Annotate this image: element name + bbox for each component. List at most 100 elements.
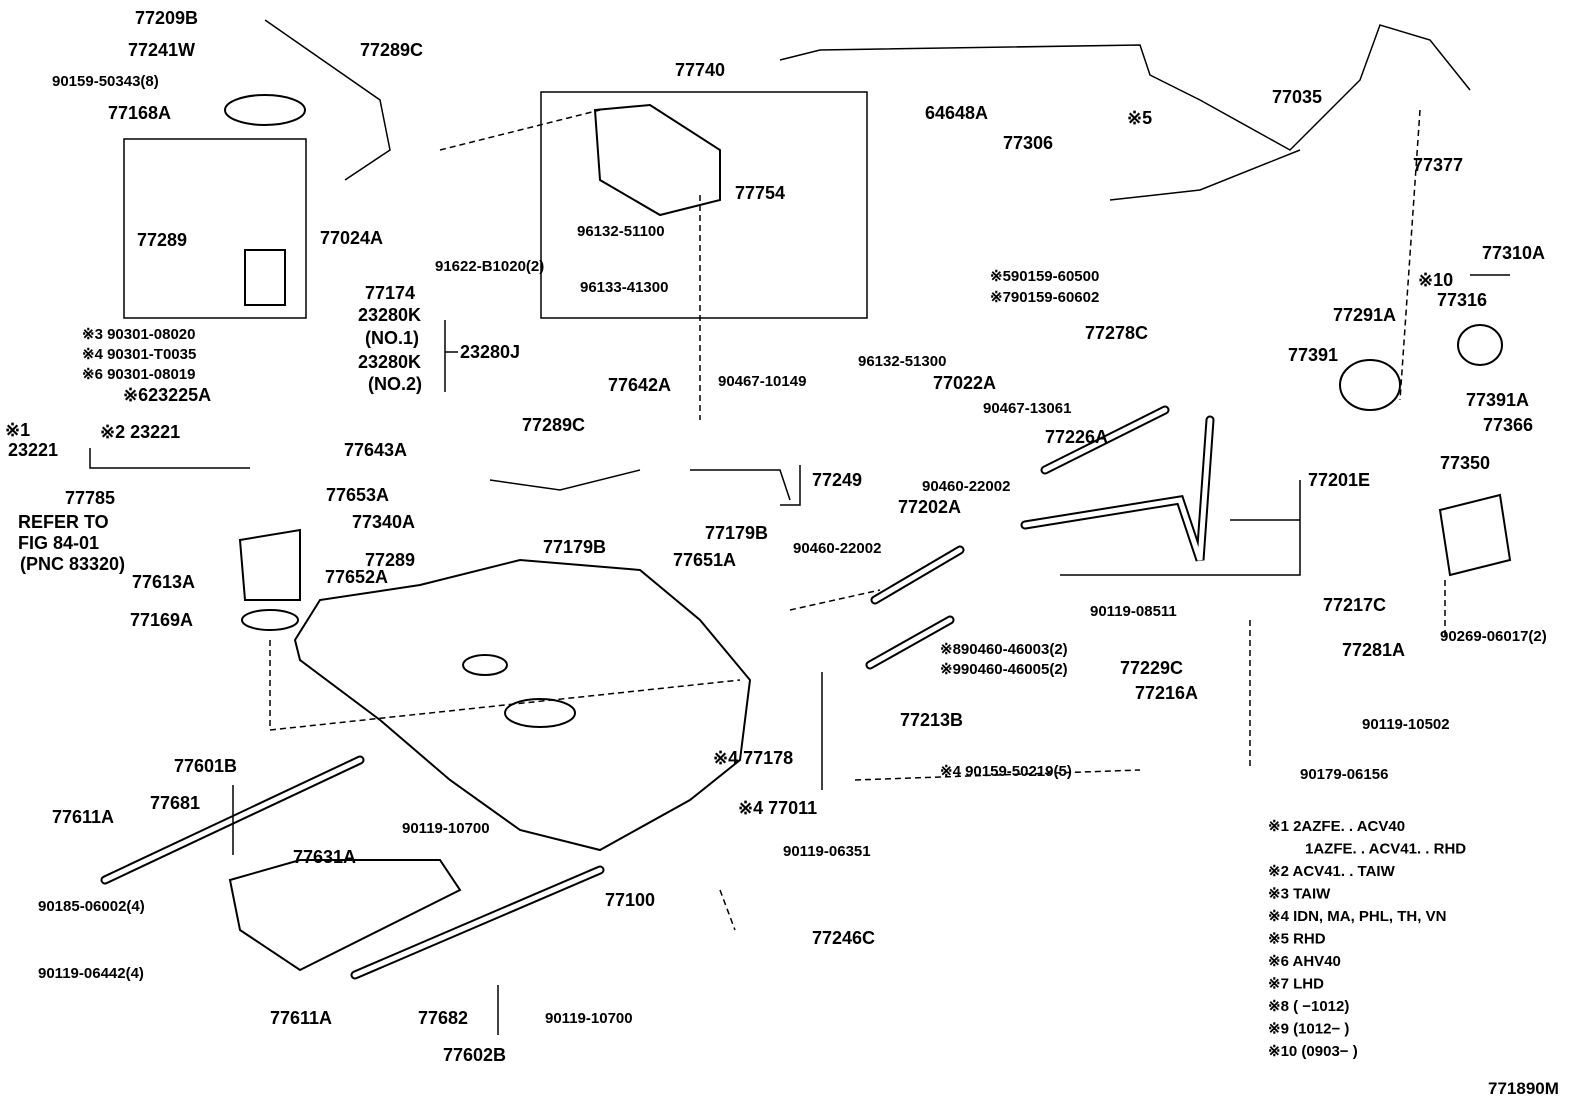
part-label: ※6 90301-08019 — [82, 366, 196, 383]
part-label: FIG 84-01 — [18, 533, 99, 553]
part-label: 77785 — [65, 488, 115, 508]
part-label: 77289 — [137, 230, 187, 250]
filler-hose — [867, 547, 963, 668]
part-label: 77202A — [898, 497, 961, 517]
part-label: 77653A — [326, 485, 389, 505]
part-label: 77024A — [320, 228, 383, 248]
part-label: 23280J — [460, 342, 520, 362]
part-label: ※4 90159-50219(5) — [940, 763, 1072, 780]
part-label: ※10 — [1418, 270, 1453, 290]
part-label: 77377 — [1413, 155, 1463, 175]
part-label: 23280K — [358, 352, 421, 372]
part-label: 77278C — [1085, 323, 1148, 343]
part-label: 77169A — [130, 610, 193, 630]
note-line: ※8 ( −1012) — [1268, 998, 1349, 1015]
part-label: 77740 — [675, 60, 725, 80]
part-label: 23221 — [8, 440, 58, 460]
part-label: (NO.2) — [368, 374, 422, 394]
heat-insulator — [228, 859, 462, 972]
part-label: 77289 — [365, 550, 415, 570]
part-label: 96132-51100 — [577, 223, 665, 240]
part-label: 90467-13061 — [983, 400, 1071, 417]
part-label: ※1 — [5, 420, 30, 440]
part-label: ※990460-46005(2) — [940, 661, 1068, 678]
part-label: 90269-06017(2) — [1440, 628, 1547, 645]
part-label: 77652A — [325, 567, 388, 587]
bracket-lines — [89, 274, 1510, 1035]
part-label: ※890460-46003(2) — [940, 641, 1068, 658]
part-label: 77316 — [1437, 290, 1487, 310]
part-label: 77682 — [418, 1008, 468, 1028]
part-label: 23280K — [358, 305, 421, 325]
fuel-lid — [1438, 493, 1512, 577]
part-label: 90460-22002 — [793, 540, 881, 557]
part-label: 90467-10149 — [718, 373, 806, 390]
note-line: ※3 TAIW — [1268, 886, 1331, 903]
part-label: 77642A — [608, 375, 671, 395]
part-label: (NO.1) — [365, 328, 419, 348]
part-label: 90119-10502 — [1362, 716, 1450, 733]
part-label: 77613A — [132, 572, 195, 592]
part-label: 77289C — [360, 40, 423, 60]
part-label: 77201E — [1308, 470, 1370, 490]
part-label: 77602B — [443, 1045, 506, 1065]
part-label: 64648A — [925, 103, 988, 123]
part-label: 77179B — [543, 537, 606, 557]
note-line: ※4 IDN, MA, PHL, TH, VN — [1268, 908, 1446, 925]
part-label: ※623225A — [123, 385, 211, 405]
part-label: 77281A — [1342, 640, 1405, 660]
part-label: 77168A — [108, 103, 171, 123]
part-label: 77179B — [705, 523, 768, 543]
leader-dashes — [269, 109, 1446, 931]
part-label: 77249 — [812, 470, 862, 490]
part-label: 91622-B1020(2) — [435, 258, 544, 275]
part-label: 96132-51300 — [858, 353, 946, 370]
canister-group-box — [540, 91, 868, 319]
part-label: 77681 — [150, 793, 200, 813]
part-label: ※4 90301-T0035 — [82, 346, 196, 363]
part-label: 77340A — [352, 512, 415, 532]
pump-group-box — [123, 138, 307, 319]
part-label: 90119-08511 — [1090, 603, 1177, 620]
tank-opening — [504, 698, 576, 728]
tank-opening — [462, 654, 508, 676]
part-label: 77226A — [1045, 427, 1108, 447]
part-label: 77754 — [735, 183, 785, 203]
part-label: 77611A — [52, 807, 114, 827]
part-label: (PNC 83320) — [20, 554, 125, 574]
part-label: 77246C — [812, 928, 875, 948]
part-label: 77643A — [344, 440, 407, 460]
part-label: REFER TO — [18, 512, 109, 532]
gasket — [241, 609, 299, 631]
part-label: 90119-06442(4) — [38, 965, 144, 982]
hose — [690, 469, 791, 501]
part-label: 77209B — [135, 8, 198, 28]
part-label: 77366 — [1483, 415, 1533, 435]
part-label: 96133-41300 — [580, 279, 668, 296]
part-label: 77100 — [605, 890, 655, 910]
part-label: 90460-22002 — [922, 478, 1010, 495]
part-label: ※5 — [1127, 108, 1152, 128]
part-label: 77217C — [1323, 595, 1386, 615]
hose — [489, 469, 641, 491]
pump-body — [244, 249, 286, 306]
part-label: 90119-10700 — [545, 1010, 633, 1027]
part-labels: 77209B77241W90159-50343(8)77289C77168A77… — [5, 8, 1547, 1065]
note-line: ※10 (0903− ) — [1268, 1043, 1358, 1060]
part-label: 90119-10700 — [402, 820, 490, 837]
note-line: ※7 LHD — [1268, 976, 1324, 993]
note-line: ※9 (1012− ) — [1268, 1021, 1349, 1038]
part-label: 90159-50343(8) — [52, 73, 159, 90]
part-label: 77310A — [1482, 243, 1545, 263]
figure-code: 771890M — [1488, 1079, 1559, 1098]
part-label: 77611A — [270, 1008, 332, 1028]
note-line: 1AZFE. . ACV41. . RHD — [1305, 841, 1466, 858]
part-label: 77289C — [522, 415, 585, 435]
part-label: 77651A — [673, 550, 736, 570]
part-label: 77035 — [1272, 87, 1322, 107]
part-label: ※4 77178 — [713, 748, 793, 768]
part-label: 90179-06156 — [1300, 766, 1388, 783]
